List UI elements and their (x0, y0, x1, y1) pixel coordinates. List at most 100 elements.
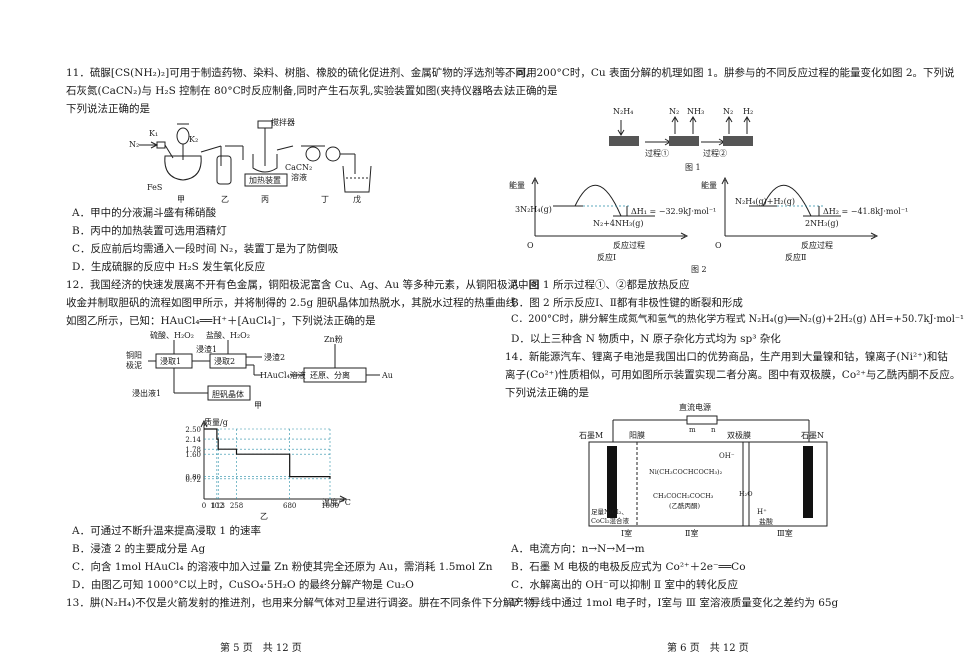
fig2-label: 图 2 (691, 265, 707, 274)
q14-stem-line-3: 下列说法正确的是 (505, 387, 589, 399)
chart-xtick-4: 680 (283, 502, 296, 510)
q14-h2o: H₂O (739, 490, 753, 498)
q12-option-d: D．由图乙可知 1000°C以上时，CuSO₄·5H₂O 的最终分解产物是 Cu… (72, 579, 414, 591)
fig2-energy-1: 能量 (509, 180, 525, 190)
q11-fig-yi: 乙 (221, 195, 229, 204)
q14-acid: 盐酸 (759, 517, 773, 526)
q12-flow-leach1: 浸取1 (160, 357, 181, 366)
page-5: 11．硫脲[CS(NH₂)₂]可用于制造药物、染料、树脂、橡胶的硫化促进剂、金属… (0, 0, 539, 668)
chart-xtick-3: 258 (230, 502, 243, 510)
fig2-path-1: 反应过程 (613, 240, 645, 250)
q11-fig-ding: 丁 (321, 195, 329, 204)
chart-ytick-0: 2.50 (185, 426, 201, 434)
q13-intro-line-1: 不同。200°C时，Cu 表面分解的机理如图 1。肼参与的不同反应过程的能量变化… (505, 67, 955, 79)
q12-flow-zn: Zn粉 (324, 334, 343, 344)
q13-stem-line-1: 13．肼(N₂H₄)不仅是火箭发射的推进剂，也用来分解气体对卫星进行调姿。肼在不… (66, 597, 535, 609)
q14-oh: OH⁻ (719, 452, 735, 460)
q12-option-c: C．向含 1mol HAuCl₄ 的溶液中加入过量 Zn 粉使其完全还原为 Au… (72, 561, 493, 573)
q14-option-c: C．水解离出的 OH⁻可以抑制 Ⅱ 室中的转化反应 (511, 579, 738, 591)
q14-complex: Ni(CH₃COCHCOCH₃)₂ (649, 468, 723, 476)
q14-terminal-m: m (689, 426, 696, 434)
q11-option-c: C．反应前后均需通入一段时间 N₂，装置丁是为了防倒吸 (72, 243, 339, 255)
q13-figure-1: N₂H₄ N₂ NH₃ N₂ H₂ 过程① 过程② 图 1 (609, 107, 753, 172)
q12-flow-reduce: 还原、分离 (310, 370, 350, 380)
fig1-n2h4: N₂H₄ (613, 107, 633, 116)
q14-option-b: B．石墨 M 电极的电极反应式为 Co²⁺＋2e⁻══Co (511, 561, 746, 573)
fig2-path-2: 反应过程 (801, 240, 833, 250)
fig2-r2-name: 反应Ⅱ (785, 252, 806, 262)
fig2-r2-react: N₂H₄(g)+H₂(g) (735, 197, 795, 206)
fig2-r1-react: 3N₂H₄(g) (515, 205, 552, 214)
chart-ytick-3: 1.60 (185, 451, 201, 459)
q12-option-b: B．浸渣 2 的主要成分是 Ag (72, 543, 206, 555)
q13-option-a: A．图 1 所示过程①、②都是放热反应 (511, 279, 690, 291)
q12-flow-leachate1: 浸出液1 (132, 388, 161, 398)
q14-room-3: Ⅲ室 (777, 528, 793, 538)
q12-option-a: A．可通过不断升温来提高浸取 1 的速率 (72, 525, 261, 537)
chart-ytick-4: 0.80 (185, 474, 201, 482)
q11-option-a: A．甲中的分液漏斗盛有稀硝酸 (72, 207, 217, 219)
q12-stem-line-2: 收金并制取胆矾的流程如图甲所示，并将制得的 2.5g 胆矾晶体加热脱水，其脱水过… (66, 297, 517, 309)
q11-stem-line-2: 石灰氮(CaCN₂)与 H₂S 控制在 80°C时反应制备,同时产生石灰乳,实验… (66, 85, 511, 97)
q12-stem-line-3: 如图乙所示，已知：HAuCl₄══H⁺＋[AuCl₄]⁻，下列说法正确的是 (66, 315, 376, 327)
q14-mix-2: CoCl₂混合液 (591, 516, 630, 525)
q13-option-d: D．以上三种含 N 物质中，N 原子杂化方式均为 sp³ 杂化 (511, 333, 781, 345)
page-number-left: 第 5 页 共 12 页 (220, 643, 302, 654)
q14-room-1: Ⅰ室 (621, 528, 632, 538)
chart-xtick-1: 102 (210, 502, 223, 510)
fig1-n2-a: N₂ (669, 107, 679, 116)
q12-flow-crystal: 胆矾晶体 (212, 389, 244, 399)
fig2-r1-name: 反应Ⅰ (597, 252, 616, 262)
q14-graphite-n: 石墨N (801, 431, 824, 440)
fig1-h2: H₂ (743, 107, 753, 116)
page-6: 不同。200°C时，Cu 表面分解的机理如图 1。肼参与的不同反应过程的能量变化… (475, 0, 964, 668)
q13-intro-line-2: 法正确的是 (505, 85, 558, 97)
q11-fig-k2: K₂ (189, 135, 198, 144)
q11-stem-line-1: 11．硫脲[CS(NH₂)₂]可用于制造药物、染料、树脂、橡胶的硫化促进剂、金属… (66, 67, 537, 79)
chart-xtick-0: 0 (202, 502, 206, 510)
fig2-r2-prod: 2NH₃(g) (805, 219, 839, 228)
chart-ytick-5: 0.72 (185, 476, 201, 484)
q11-fig-n2: N₂ (129, 140, 139, 149)
q11-option-d: D．生成硫脲的反应中 H₂S 发生氧化反应 (72, 261, 266, 273)
q11-fig-stirrer: 搅拌器 (271, 117, 295, 127)
q14-anion-membrane: 阳膜 (629, 430, 645, 440)
fig2-r1-prod: N₂+4NH₃(g) (593, 219, 644, 228)
q12-flow-mud: 铜阳 (126, 350, 142, 360)
q14-terminal-n: n (711, 426, 716, 434)
q12-flow-mud2: 极泥 (126, 360, 142, 370)
q11-fig-k1: K₁ (149, 129, 158, 138)
fig2-r1-dh: ΔH₁ = −32.9kJ·mol⁻¹ (631, 207, 716, 216)
chart-y-arrow (200, 419, 208, 428)
q14-mix-1: 足量NiCl₂、 (591, 508, 628, 516)
q11-fig-jia: 甲 (177, 195, 185, 204)
q11-fig-fes: FeS (147, 183, 162, 192)
q11-option-b: B．丙中的加热装置可选用酒精灯 (72, 225, 227, 237)
q14-acac-name: (乙酰丙酮) (669, 501, 701, 510)
chart-x-arrow (339, 495, 348, 503)
fig1-nh3: NH₃ (687, 107, 704, 116)
q11-apparatus-figure: N₂ K₁ K₂ FeS 搅拌器 加热装置 CaCN₂ 溶液 甲 乙 丙 丁 戊 (129, 117, 372, 204)
q14-acac: CH₃COCH₂COCH₃ (653, 492, 714, 500)
q14-stem-line-2: 离子(Co²⁺)性质相似，可用如图所示装置实现二者分离。图中有双极膜，Co²⁺与… (505, 369, 961, 381)
q12-flow-residue1: 浸渣1 (196, 344, 217, 354)
chart-ylabel: 质量/g (204, 417, 228, 427)
q14-power: 直流电源 (679, 402, 711, 412)
fig2-energy-2: 能量 (701, 180, 717, 190)
q14-stem-line-1: 14．新能源汽车、锂离子电池是我国出口的优势商品，生产用到大量镍和钴，镍离子(N… (505, 351, 948, 363)
q12-flow-reagent2: 盐酸、H₂O₂ (206, 330, 250, 340)
q14-graphite-m: 石墨M (579, 431, 603, 440)
fig1-step2: 过程② (703, 148, 727, 158)
chart-figure-label: 乙 (260, 512, 268, 521)
q13-option-b: B．图 2 所示反应Ⅰ、Ⅱ都有非极性键的断裂和形成 (511, 297, 743, 309)
q12-flow-leach2: 浸取2 (214, 357, 235, 366)
fig2-r2-dh: ΔH₂ = −41.8kJ·mol⁻¹ (823, 207, 908, 216)
fig1-label: 图 1 (685, 163, 701, 172)
q11-fig-bing: 丙 (261, 195, 269, 204)
q12-flow-reagent1: 硫酸、H₂O₂ (150, 330, 194, 340)
fig1-n2-b: N₂ (723, 107, 733, 116)
q12-flow-residue2: 浸渣2 (264, 352, 285, 362)
chart-ytick-1: 2.14 (185, 436, 201, 444)
chart-xlabel: 温度/°C (322, 497, 351, 507)
